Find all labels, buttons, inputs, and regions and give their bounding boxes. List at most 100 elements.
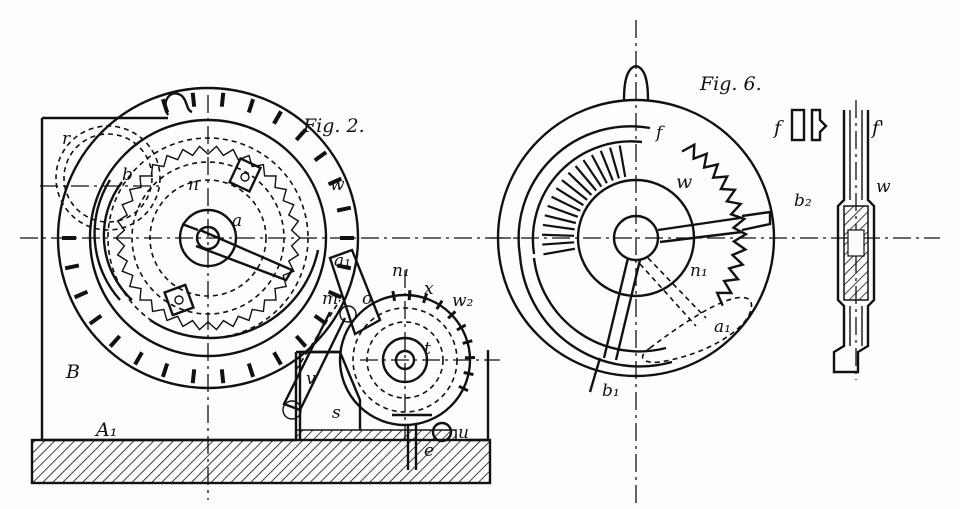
wheel-w2-tooth (463, 371, 474, 377)
label-w: w (330, 175, 345, 195)
wheel-w2-tooth (447, 310, 457, 320)
block-upper (227, 156, 263, 194)
wheel-w2-axle (394, 349, 416, 371)
label-e: e (424, 441, 434, 461)
ring-tooth (219, 92, 226, 107)
figure-6: Fig. 6. f w b₂ n₁ a₁ b₁ (490, 20, 940, 505)
radial-slat (609, 147, 620, 179)
radial-slat (599, 150, 614, 181)
wheel-w2-dotted-2 (366, 321, 444, 399)
arm-a (195, 228, 294, 282)
fig2-title: Fig. 2. (302, 115, 365, 137)
ring-tooth (272, 110, 283, 125)
ring-tooth (294, 128, 308, 142)
wheel-w2-dotted (352, 307, 458, 413)
radial-slat (542, 223, 575, 231)
link-v-dotted (295, 299, 341, 371)
disc-hub (612, 214, 660, 262)
ring-tooth (160, 98, 170, 114)
block-lower-pin (174, 295, 184, 305)
disc-lug (622, 64, 650, 101)
label-t: t (424, 339, 431, 359)
radial-slat (567, 171, 593, 196)
pin-v (282, 400, 302, 420)
ring-tooth (327, 176, 343, 187)
label-r: r (62, 129, 71, 149)
radial-slat (590, 154, 608, 184)
arm-b2 (657, 216, 743, 244)
ring-w-outer (56, 86, 360, 390)
wheel-r-inner (63, 133, 153, 223)
saw-teeth (681, 142, 749, 307)
wheel-w2-tooth (407, 290, 412, 301)
ring-lug (164, 92, 193, 116)
ring-tooth (190, 369, 197, 384)
ring-tooth (73, 289, 89, 300)
ring-tooth (88, 313, 103, 326)
ring-tooth (108, 334, 122, 348)
ring-tooth (64, 263, 80, 271)
pawl-u (431, 421, 453, 443)
radial-slat (574, 165, 597, 192)
side-shaft (832, 110, 876, 374)
wheel-w2-tooth (458, 384, 469, 393)
side-part-f-2 (810, 108, 828, 142)
ring-tooth (160, 362, 170, 378)
hub-outer (178, 208, 238, 268)
figure-2: Fig. 2. r b n a w a₁ n₁ o x w₂ m t v s u… (20, 86, 520, 500)
label-u: u (458, 423, 469, 443)
stem-e (406, 425, 418, 470)
ring-tooth (246, 362, 256, 378)
fig6-title: Fig. 6. (699, 73, 762, 95)
saw-teeth-outline (681, 142, 749, 307)
side-bore (847, 229, 865, 257)
radial-slat (547, 204, 579, 218)
ring-tooth (190, 92, 197, 107)
base-plate (30, 438, 492, 485)
link-v (282, 311, 347, 412)
radial-slat (561, 179, 588, 201)
radial-slat (542, 233, 575, 237)
ring-tooth (294, 334, 308, 348)
fig6-label-w: w (676, 171, 692, 193)
label-w2: w₂ (452, 291, 474, 311)
fig6-label-b2: b₂ (794, 191, 812, 211)
ring-tooth (246, 98, 256, 114)
label-a1: a₁ (334, 251, 351, 271)
label-o: o (362, 289, 372, 309)
fig6-label-a1: a₁ (714, 317, 731, 337)
label-m: m (322, 289, 338, 309)
fig6-label-f: f (654, 123, 665, 143)
radial-slat (555, 187, 585, 207)
radial-slats (542, 145, 627, 256)
wheel-w2-tooth (462, 339, 473, 345)
disc-w-outer (496, 98, 776, 378)
ring-slot-lower (149, 249, 320, 340)
label-v: v (306, 369, 316, 389)
slot-lower-outer (518, 255, 673, 368)
ring-tooth (336, 205, 352, 213)
fig6-label-n1: n₁ (690, 261, 708, 281)
ring-tooth (219, 369, 226, 384)
arm-n1-dotted-2 (639, 263, 697, 327)
label-B: B (65, 361, 80, 383)
ring-slot-outer (93, 179, 121, 301)
slot-f-outer (517, 125, 651, 257)
arm-b1 (602, 257, 642, 361)
ring-tooth (327, 289, 343, 300)
frame-B (40, 116, 490, 442)
wheel-w2-tooth (435, 299, 444, 310)
slot-f-inner (531, 140, 643, 255)
label-x: x (424, 279, 434, 299)
pin-m (339, 305, 357, 323)
block-lower (163, 283, 195, 317)
disc-dotted-3 (149, 179, 267, 297)
label-s: s (332, 403, 341, 423)
radial-slat (618, 145, 627, 178)
radial-slat (544, 214, 577, 225)
wheel-w2-hub (381, 336, 429, 384)
ring-tooth (272, 351, 283, 366)
wheel-w2-tooth (422, 292, 429, 304)
side-label-f-prime: f' (870, 117, 884, 139)
